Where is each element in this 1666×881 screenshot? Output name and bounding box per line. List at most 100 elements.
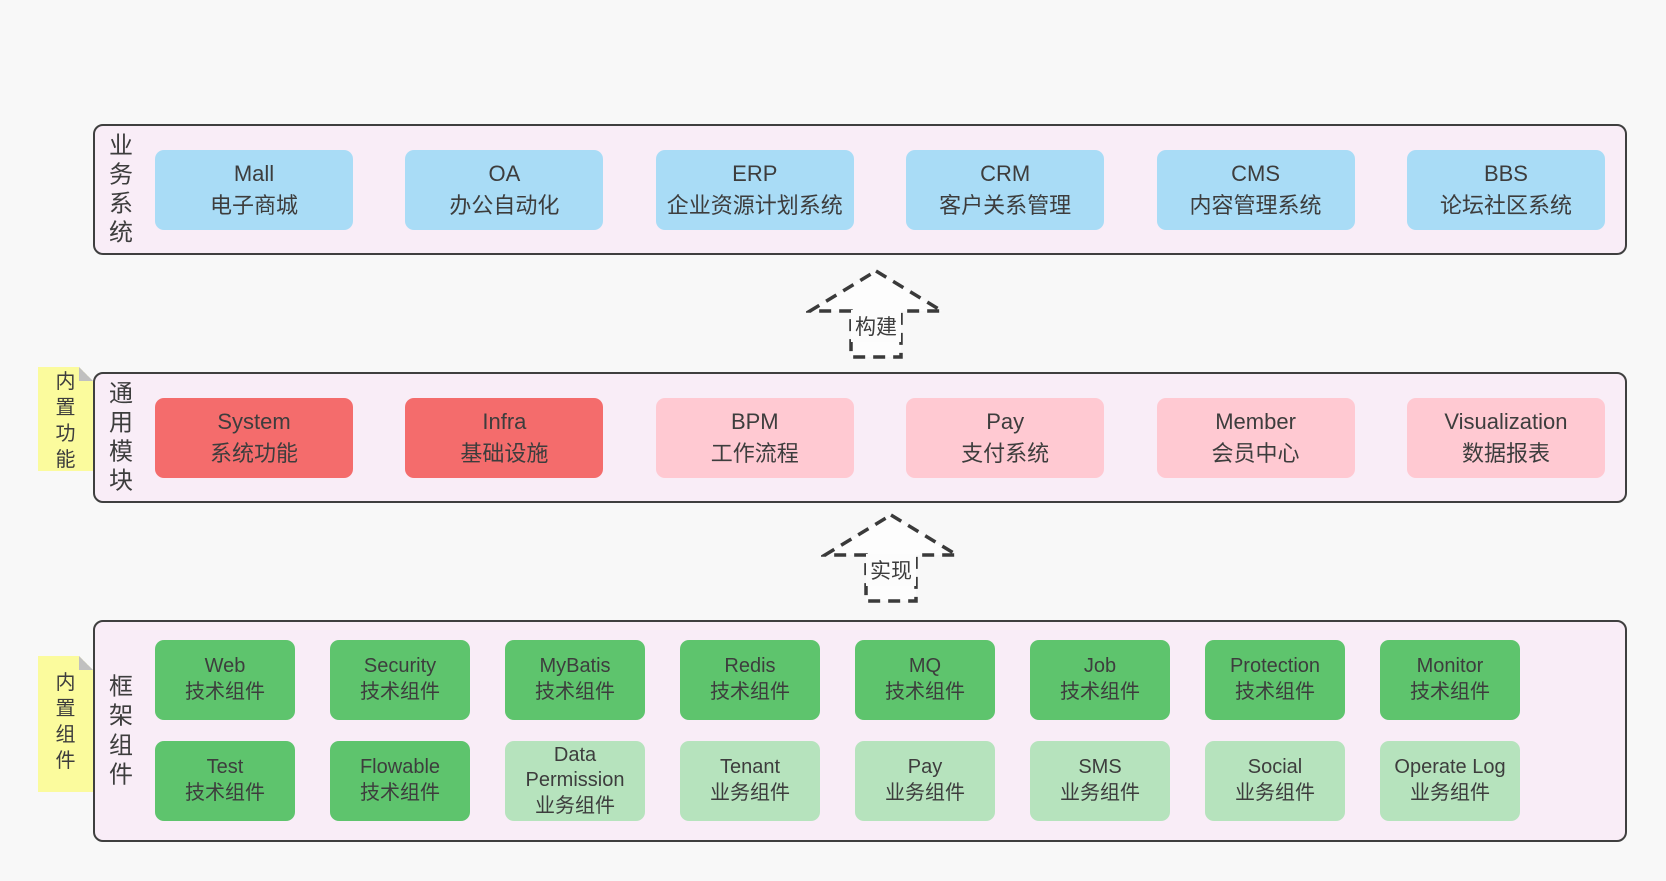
band-label-business-systems: 业务系统 [109,131,133,247]
box-infra: Infra 基础设施 [405,397,604,478]
box-tenant: Tenant 业务组件 [680,741,820,821]
box-title: CMS [1231,161,1280,187]
box-subtitle: 数据报表 [1461,440,1550,466]
box-title: Protection [1229,655,1321,678]
band-label-framework-components: 框架组件 [109,673,133,789]
box-subtitle: 企业资源计划系统 [666,192,843,218]
box-member: Member 会员中心 [1156,397,1355,478]
box-subtitle: 业务组件 [1410,782,1490,804]
band-common-modules: 通用模块 System 系统功能 Infra 基础设施 BPM 工作流程 Pay… [93,372,1627,503]
box-title: CRM [980,161,1031,187]
box-title: Redis [724,655,776,678]
components-grid: Web 技术组件 Security 技术组件 MyBatis 技术组件 Redi… [155,640,1605,821]
box-subtitle: 业务组件 [1235,782,1315,804]
box-web: Web 技术组件 [155,640,295,720]
box-title: Job [1083,655,1117,678]
box-job: Job 技术组件 [1030,640,1170,720]
arrow-build: 构建 [806,268,946,360]
components-row-1: Web 技术组件 Security 技术组件 MyBatis 技术组件 Redi… [155,640,1605,720]
box-title: Infra [482,409,527,435]
sticky-note-text: 内置组件 [55,672,76,772]
box-title: BPM [730,409,779,435]
box-bpm: BPM 工作流程 [655,397,854,478]
box-subtitle: 技术组件 [360,681,440,703]
box-mybatis: MyBatis 技术组件 [505,640,645,720]
box-title: Mall [233,161,275,187]
box-title: OA [488,161,521,187]
box-subtitle: 技术组件 [185,681,265,703]
band-framework-components: 框架组件 Web 技术组件 Security 技术组件 MyBatis 技术组件… [93,620,1627,842]
box-title: Member [1215,409,1296,435]
box-subtitle: 系统功能 [209,440,298,466]
arrow-build-label: 构建 [851,310,901,342]
arrow-implement: 实现 [821,512,961,604]
box-pay-component: Pay 业务组件 [855,741,995,821]
box-mq: MQ 技术组件 [855,640,995,720]
box-title: Pay [986,409,1025,435]
box-title: Test [206,756,244,779]
box-monitor: Monitor 技术组件 [1380,640,1520,720]
box-title: Security [363,655,437,678]
box-subtitle: 技术组件 [535,681,615,703]
box-subtitle: 技术组件 [185,782,265,804]
box-subtitle: 业务组件 [885,782,965,804]
box-title: MQ [908,655,942,678]
box-subtitle: 业务组件 [1060,782,1140,804]
box-title: BBS [1483,161,1528,187]
box-bbs: BBS 论坛社区系统 [1406,149,1605,230]
box-protection: Protection 技术组件 [1205,640,1345,720]
band-business-systems: 业务系统 Mall 电子商城 OA 办公自动化 ERP 企业资源计划系统 CRM… [93,124,1627,255]
box-title: System [217,409,291,435]
box-crm: CRM 客户关系管理 [906,149,1105,230]
box-subtitle: 技术组件 [1410,681,1490,703]
box-subtitle: 客户关系管理 [939,192,1072,218]
modules-boxes-row: System 系统功能 Infra 基础设施 BPM 工作流程 Pay 支付系统… [155,374,1605,501]
box-title: SMS [1078,756,1122,779]
box-social: Social 业务组件 [1205,741,1345,821]
box-subtitle: 会员中心 [1211,440,1300,466]
band-label-common-modules: 通用模块 [109,379,133,495]
box-title: Social [1247,756,1303,779]
box-subtitle: 内容管理系统 [1189,192,1322,218]
box-subtitle: 电子商城 [209,192,298,218]
box-subtitle: 技术组件 [1060,681,1140,703]
box-title: Web [204,655,246,678]
box-title: Visualization [1444,409,1568,435]
business-boxes-row: Mall 电子商城 OA 办公自动化 ERP 企业资源计划系统 CRM 客户关系… [155,126,1605,253]
box-mall: Mall 电子商城 [155,149,353,230]
box-redis: Redis 技术组件 [680,640,820,720]
box-title: Pay [907,756,943,779]
box-title: Data Permission [525,743,625,792]
sticky-note-text: 内置功能 [55,371,76,471]
box-flowable: Flowable 技术组件 [330,741,470,821]
box-title: Monitor [1416,655,1484,678]
box-title: Operate Log [1394,756,1506,779]
box-subtitle: 工作流程 [710,440,799,466]
sticky-note-built-in-features: 内置功能 [38,367,93,471]
box-subtitle: 办公自动化 [449,192,560,218]
box-subtitle: 论坛社区系统 [1439,192,1572,218]
box-title: MyBatis [539,655,611,678]
box-subtitle: 技术组件 [885,681,965,703]
box-title: Flowable [359,756,441,779]
box-test: Test 技术组件 [155,741,295,821]
box-subtitle: 技术组件 [1235,681,1315,703]
box-operate-log: Operate Log 业务组件 [1380,741,1520,821]
sticky-note-built-in-components: 内置组件 [38,656,93,792]
arrow-implement-label: 实现 [866,554,916,586]
box-title: Tenant [719,756,781,779]
box-security: Security 技术组件 [330,640,470,720]
box-subtitle: 基础设施 [460,440,549,466]
box-cms: CMS 内容管理系统 [1156,149,1355,230]
box-visualization: Visualization 数据报表 [1406,397,1605,478]
box-sms: SMS 业务组件 [1030,741,1170,821]
box-subtitle: 技术组件 [360,782,440,804]
box-title: ERP [732,161,778,187]
box-system: System 系统功能 [155,397,353,478]
box-pay-module: Pay 支付系统 [906,397,1105,478]
components-row-2: Test 技术组件 Flowable 技术组件 Data Permission … [155,741,1605,821]
box-data-permission: Data Permission 业务组件 [505,741,645,821]
box-erp: ERP 企业资源计划系统 [655,149,854,230]
box-oa: OA 办公自动化 [405,149,604,230]
